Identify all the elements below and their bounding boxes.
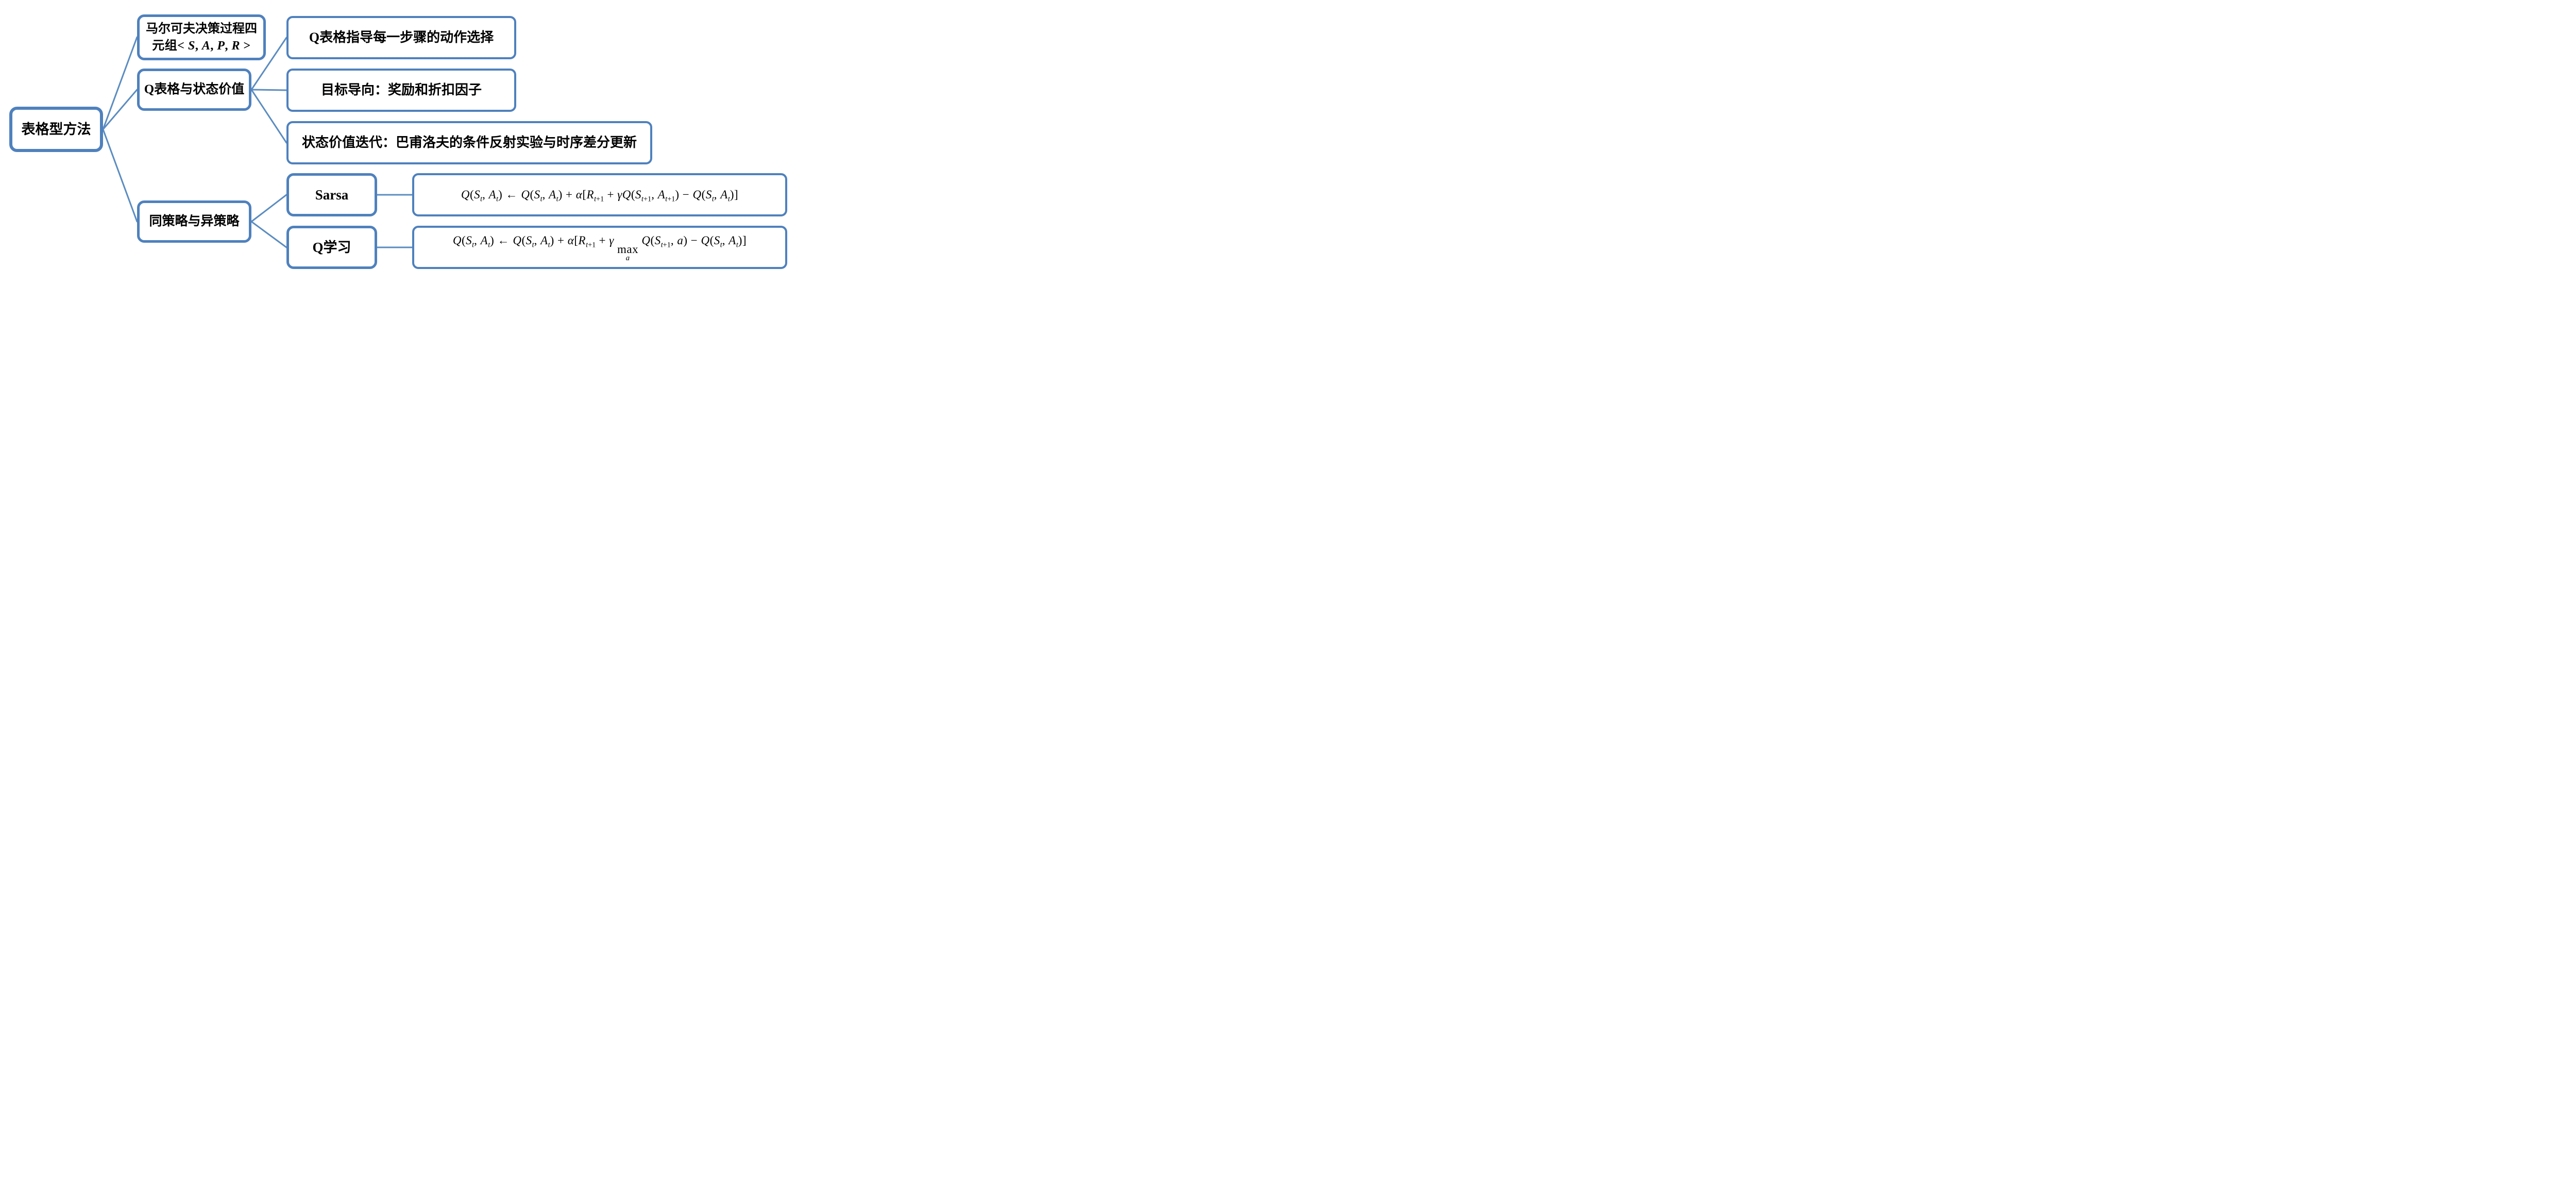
- node-mdp-tuple[interactable]: 马尔可夫决策过程四 元组< S, A, P, R >: [137, 14, 266, 60]
- node-sarsa-label: Sarsa: [315, 187, 349, 203]
- node-mdp-line1: 马尔可夫决策过程四: [146, 22, 257, 36]
- node-leaf-value-label: 状态价值迭代：巴甫洛夫的条件反射实验与时序差分更新: [301, 135, 637, 150]
- connector-layer: [102, 36, 413, 248]
- node-qlearning-label: Q学习: [312, 239, 351, 255]
- connector-root-qtable: [102, 89, 138, 130]
- node-root[interactable]: 表格型方法: [9, 107, 103, 152]
- connector-qtable-leaf-value: [250, 89, 287, 144]
- connector-qtable-leaf-action: [250, 37, 287, 91]
- node-policy-label: 同策略与异策略: [149, 214, 240, 229]
- node-sarsa-update-formula[interactable]: Q(St, At) ← Q(St, At) + α[Rt+1 + γQ(St+1…: [412, 173, 787, 216]
- node-leaf-action-selection[interactable]: Q表格指导每一步骤的动作选择: [286, 16, 516, 59]
- connector-root-mdp: [102, 36, 138, 130]
- node-leaf-action-label: Q表格指导每一步骤的动作选择: [309, 30, 494, 45]
- connector-policy-sarsa: [250, 194, 287, 223]
- node-on-off-policy[interactable]: 同策略与异策略: [137, 200, 251, 243]
- node-leaf-value-iteration[interactable]: 状态价值迭代：巴甫洛夫的条件反射实验与时序差分更新: [286, 121, 652, 164]
- node-qtable-state-value[interactable]: Q表格与状态价值: [137, 69, 251, 111]
- node-root-label: 表格型方法: [21, 121, 91, 137]
- node-sarsa[interactable]: Sarsa: [286, 173, 377, 216]
- connector-root-policy: [102, 128, 138, 223]
- mindmap-canvas: 表格型方法 马尔可夫决策过程四 元组< S, A, P, R > Q表格与状态价…: [0, 0, 805, 298]
- node-leaf-goal-label: 目标导向：奖励和折扣因子: [320, 82, 482, 98]
- connector-policy-qlearning: [250, 221, 287, 248]
- node-mdp-line2: 元组< S, A, P, R >: [152, 39, 251, 53]
- node-qtable-label: Q表格与状态价值: [144, 82, 245, 97]
- node-leaf-goal-oriented[interactable]: 目标导向：奖励和折扣因子: [286, 69, 516, 112]
- node-qlearning[interactable]: Q学习: [286, 226, 377, 269]
- sarsa-formula-text: Q(St, At) ← Q(St, At) + α[Rt+1 + γQ(St+1…: [461, 188, 739, 204]
